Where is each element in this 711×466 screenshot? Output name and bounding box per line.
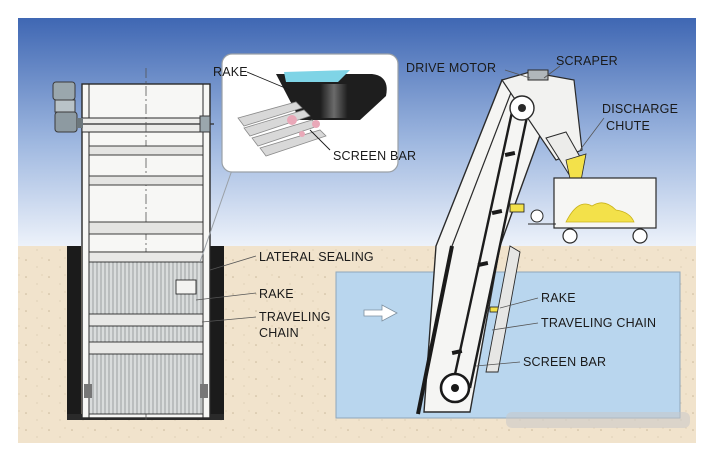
- label-lateral-sealing: LATERAL SEALING: [259, 250, 374, 264]
- label-traveling-chain-front-2: CHAIN: [259, 326, 299, 340]
- label-rake-side: RAKE: [541, 291, 576, 305]
- screen-bars-front: [88, 251, 204, 415]
- drive-motor-side: [527, 69, 549, 81]
- label-drive-motor: DRIVE MOTOR: [406, 61, 496, 75]
- right-pit-wall: [210, 246, 224, 416]
- side-view-labels: DRIVE MOTOR SCRAPER DISCHARGE CHUTE RAKE…: [406, 54, 678, 369]
- front-view-labels: LATERAL SEALING RAKE TRAVELING CHAIN: [195, 250, 374, 340]
- screenings-cart: [528, 177, 657, 244]
- front-view-screen: [52, 68, 224, 422]
- rake-front: [88, 313, 204, 327]
- label-traveling-chain-front-1: TRAVELING: [259, 310, 331, 324]
- side-view-screen: [416, 69, 587, 415]
- label-traveling-chain-side: TRAVELING CHAIN: [541, 316, 656, 330]
- label-rake-front: RAKE: [259, 287, 294, 301]
- label-discharge-chute-1: DISCHARGE: [602, 102, 678, 116]
- watermark-blur: [506, 412, 690, 428]
- rake-detail-inset: RAKE SCREEN BAR: [199, 53, 416, 263]
- drive-motor-front: [52, 81, 76, 101]
- label-screen-bar-inset: SCREEN BAR: [333, 149, 416, 163]
- flow-direction-arrow: [363, 304, 398, 322]
- label-screen-bar-side: SCREEN BAR: [523, 355, 606, 369]
- label-rake-inset: RAKE: [213, 65, 248, 79]
- label-discharge-chute-2: CHUTE: [606, 119, 650, 133]
- label-scraper: SCRAPER: [556, 54, 618, 68]
- left-pit-wall: [67, 246, 81, 416]
- screenings-pile: [565, 202, 635, 223]
